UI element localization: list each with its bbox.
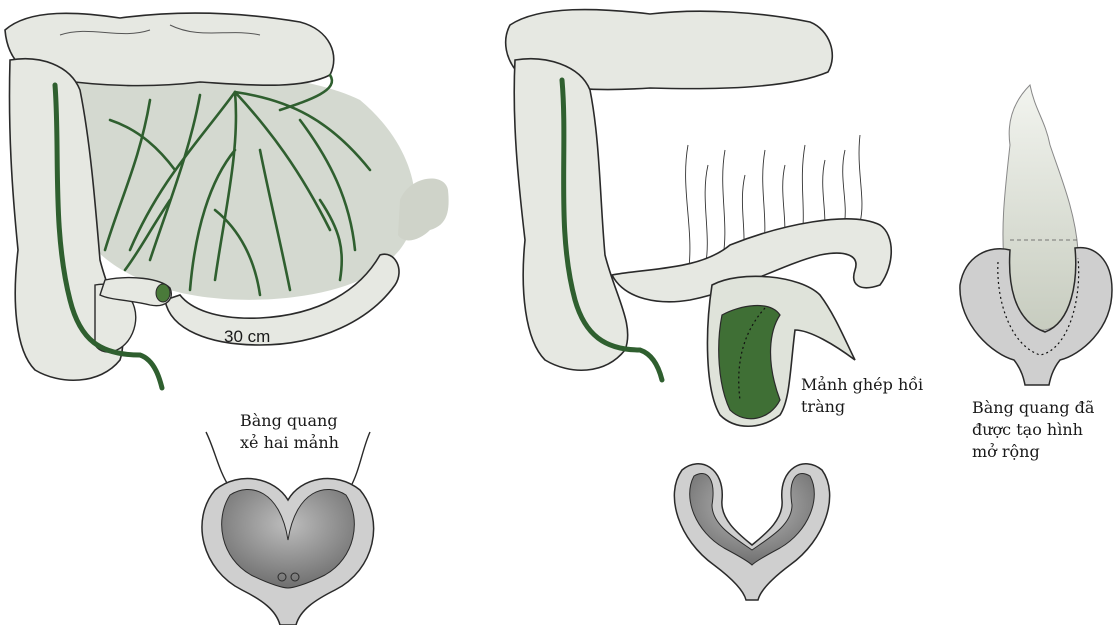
- patch-suture-line: [738, 307, 766, 401]
- ascending-colon-2: [513, 58, 629, 371]
- bivalved-bladder-label: Bàng quang xẻ hai mảnh: [240, 410, 339, 454]
- reanastomosed-ileum: [610, 218, 892, 303]
- ileum-stump: [99, 276, 172, 307]
- bladder-lumen: [221, 488, 355, 589]
- ileal-patch-dome: [1002, 83, 1079, 331]
- panel-2-ileal-patch: [504, 8, 892, 601]
- ileal-patch-label-line2: tràng: [801, 397, 846, 416]
- ureter-left: [205, 431, 231, 489]
- bivalved-bladder-label-line1: Bàng quang: [240, 411, 338, 430]
- panel-1-ileal-segment-harvest: [4, 12, 449, 391]
- augmented-bladder-label: Bàng quang đã được tạo hình mở rộng: [972, 397, 1094, 463]
- bivalved-bladder: [201, 431, 375, 625]
- mesenteric-vessels: [103, 73, 372, 297]
- augmented-bladder: [959, 83, 1113, 386]
- ileal-segment: [164, 253, 400, 346]
- augmented-bladder-body: [959, 246, 1113, 386]
- distal-ileum: [398, 178, 449, 241]
- ureteric-orifice-right: [290, 572, 300, 582]
- ileal-patch-label: Mảnh ghép hồi tràng: [801, 374, 923, 418]
- augmented-bladder-label-line2: được tạo hình: [972, 420, 1083, 439]
- ileal-length-label: 30 cm: [224, 327, 271, 346]
- ureter-right: [349, 431, 371, 489]
- ileal-patch-label-line1: Mảnh ghép hồi: [801, 375, 924, 394]
- bivalved-bladder-label-line2: xẻ hai mảnh: [240, 433, 339, 452]
- ureteric-orifice-left: [277, 572, 287, 582]
- augmented-bladder-label-line3: mở rộng: [972, 442, 1040, 461]
- colic-artery-2: [559, 77, 665, 383]
- augmented-bladder-label-line1: Bàng quang đã: [972, 398, 1095, 417]
- patch-mucosa: [718, 304, 781, 420]
- colic-artery: [52, 82, 165, 391]
- mesentery: [70, 69, 416, 300]
